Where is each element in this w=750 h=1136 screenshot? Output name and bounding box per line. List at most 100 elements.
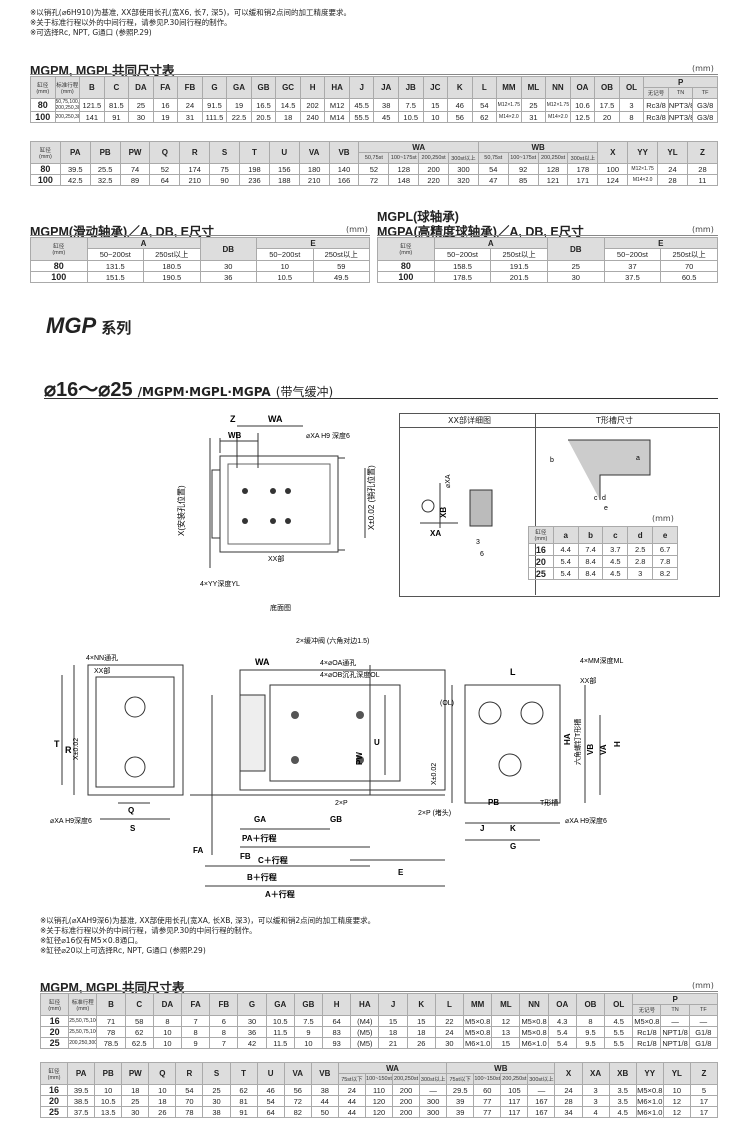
svg-text:d: d <box>602 495 606 502</box>
table-cell: G1/8 <box>688 1037 719 1049</box>
svg-text:c: c <box>594 495 598 502</box>
table-cell: 12 <box>491 1015 521 1027</box>
divider <box>377 235 718 236</box>
t-title: T形槽尺寸 <box>596 416 633 425</box>
table-cell: 8.4 <box>577 555 604 568</box>
label-c: C＋行程 <box>258 855 288 865</box>
header-cell: b <box>577 526 604 544</box>
table-cell: 5.4 <box>552 555 579 568</box>
t-slot-unit: (mm) <box>652 514 674 523</box>
table-cell: 3.5 <box>608 1084 637 1096</box>
table-cell: 26 <box>406 1037 436 1049</box>
table-cell: 7.8 <box>652 555 678 568</box>
table-cell: 4 <box>581 1106 610 1118</box>
table-cell: 25 <box>128 98 154 112</box>
table-cell: 64 <box>322 1015 352 1027</box>
header-cell: J <box>348 76 375 99</box>
table-cell: 210 <box>298 174 330 186</box>
table-cell: 60.5 <box>660 271 718 283</box>
label-vb: VB <box>586 744 595 755</box>
header-cell: 标准行程 (mm) <box>68 993 98 1016</box>
header-cell: 50,75st <box>358 152 390 164</box>
label-ha: HA <box>563 733 572 745</box>
table-cell: 78.5 <box>96 1037 126 1049</box>
table-cell: 11.5 <box>265 1037 295 1049</box>
table-cell: 34 <box>554 1106 583 1118</box>
table-cell: 100 <box>30 174 61 186</box>
table-cell: G1/8 <box>688 1026 719 1038</box>
table-cell: 49.5 <box>312 271 370 283</box>
table-cell: 24 <box>337 1084 366 1096</box>
table-cell: 100 <box>30 271 88 283</box>
table-cell: 12.5 <box>569 111 596 123</box>
table-cell: 10 <box>293 1037 324 1049</box>
header-cell: 300st以上 <box>448 152 479 164</box>
table-cell: 42 <box>237 1037 267 1049</box>
table-cell: M6×1.0 <box>635 1095 664 1107</box>
table-row: 100200,250,300,350,40014191301931111.522… <box>30 111 718 123</box>
header-cell: XB <box>608 1062 637 1085</box>
table-cell: 16 <box>39 1015 70 1027</box>
header-cell: c <box>602 526 629 544</box>
svg-text:a: a <box>636 455 640 462</box>
table-cell: M12×1.75 <box>545 98 571 112</box>
table-cell: 148 <box>388 174 420 186</box>
header-cell: 300st以上 <box>567 152 599 164</box>
header-cell: H <box>322 993 352 1016</box>
table-cell: 300 <box>419 1095 448 1107</box>
table-cell: 91 <box>229 1106 258 1118</box>
table-cell: 59 <box>312 260 370 272</box>
table-cell: 15 <box>406 1015 436 1027</box>
header-cell: T <box>229 1062 258 1085</box>
table-cell: 17 <box>689 1095 719 1107</box>
header-cell: VA <box>298 141 330 164</box>
label-t: T <box>54 739 60 749</box>
header-cell: 100~150st <box>473 1073 502 1085</box>
header-cell: E <box>603 237 719 249</box>
table-cell: 32.5 <box>89 174 121 186</box>
svg-text:XB: XB <box>439 507 448 518</box>
label-xa6b: ⌀XA H9深度6 <box>565 816 607 825</box>
header-cell: DB <box>199 237 257 261</box>
table-cell: 31 <box>520 111 547 123</box>
table-cell: 158.5 <box>433 260 492 272</box>
header-cell: 200,250st <box>392 1073 421 1085</box>
table-cell: 100 <box>377 271 435 283</box>
note-line: ※关于标准行程以外的中间行程，请参见P.30间行程的制作。 <box>30 18 232 27</box>
table-cell: G3/8 <box>692 98 718 112</box>
table-cell: 25 <box>528 567 554 580</box>
table-cell: 124 <box>597 174 629 186</box>
table-cell: M6×1.0 <box>519 1037 549 1049</box>
header-cell: GB <box>293 993 324 1016</box>
table-cell: 39.5 <box>67 1084 96 1096</box>
table-cell: 30 <box>128 111 154 123</box>
table-cell: M5×0.8 <box>519 1026 549 1038</box>
table-cell: M5×0.8 <box>519 1015 549 1027</box>
header-cell: WB <box>446 1062 556 1074</box>
svg-text:⌀XA: ⌀XA <box>445 474 452 488</box>
label-pw: PW <box>355 752 364 765</box>
model-paren: (带气缓冲) <box>275 385 334 399</box>
label-ob: 4×⌀OB沉孔深度OL <box>320 670 380 679</box>
label-x-mount: X(安装孔位置) <box>176 485 186 536</box>
table-cell: Rc3/8 <box>643 111 669 123</box>
table-cell: G3/8 <box>692 111 718 123</box>
table-cell: 54 <box>471 98 498 112</box>
table-cell: M14×2.0 <box>545 111 571 123</box>
table-cell: 15 <box>378 1015 408 1027</box>
series-title: MGP 系列 <box>46 313 131 339</box>
table-cell: 25 <box>202 1084 231 1096</box>
table-cell: 174 <box>179 163 211 175</box>
table-cell: 10.5 <box>397 111 424 123</box>
table-cell: 9 <box>293 1026 324 1038</box>
table-cell: 28 <box>657 174 688 186</box>
table-cell: 13.5 <box>94 1106 123 1118</box>
table-cell: 10.6 <box>569 98 596 112</box>
table-cell: 38 <box>310 1084 339 1096</box>
table-cell: 64 <box>149 174 181 186</box>
header-cell: C <box>124 993 154 1016</box>
